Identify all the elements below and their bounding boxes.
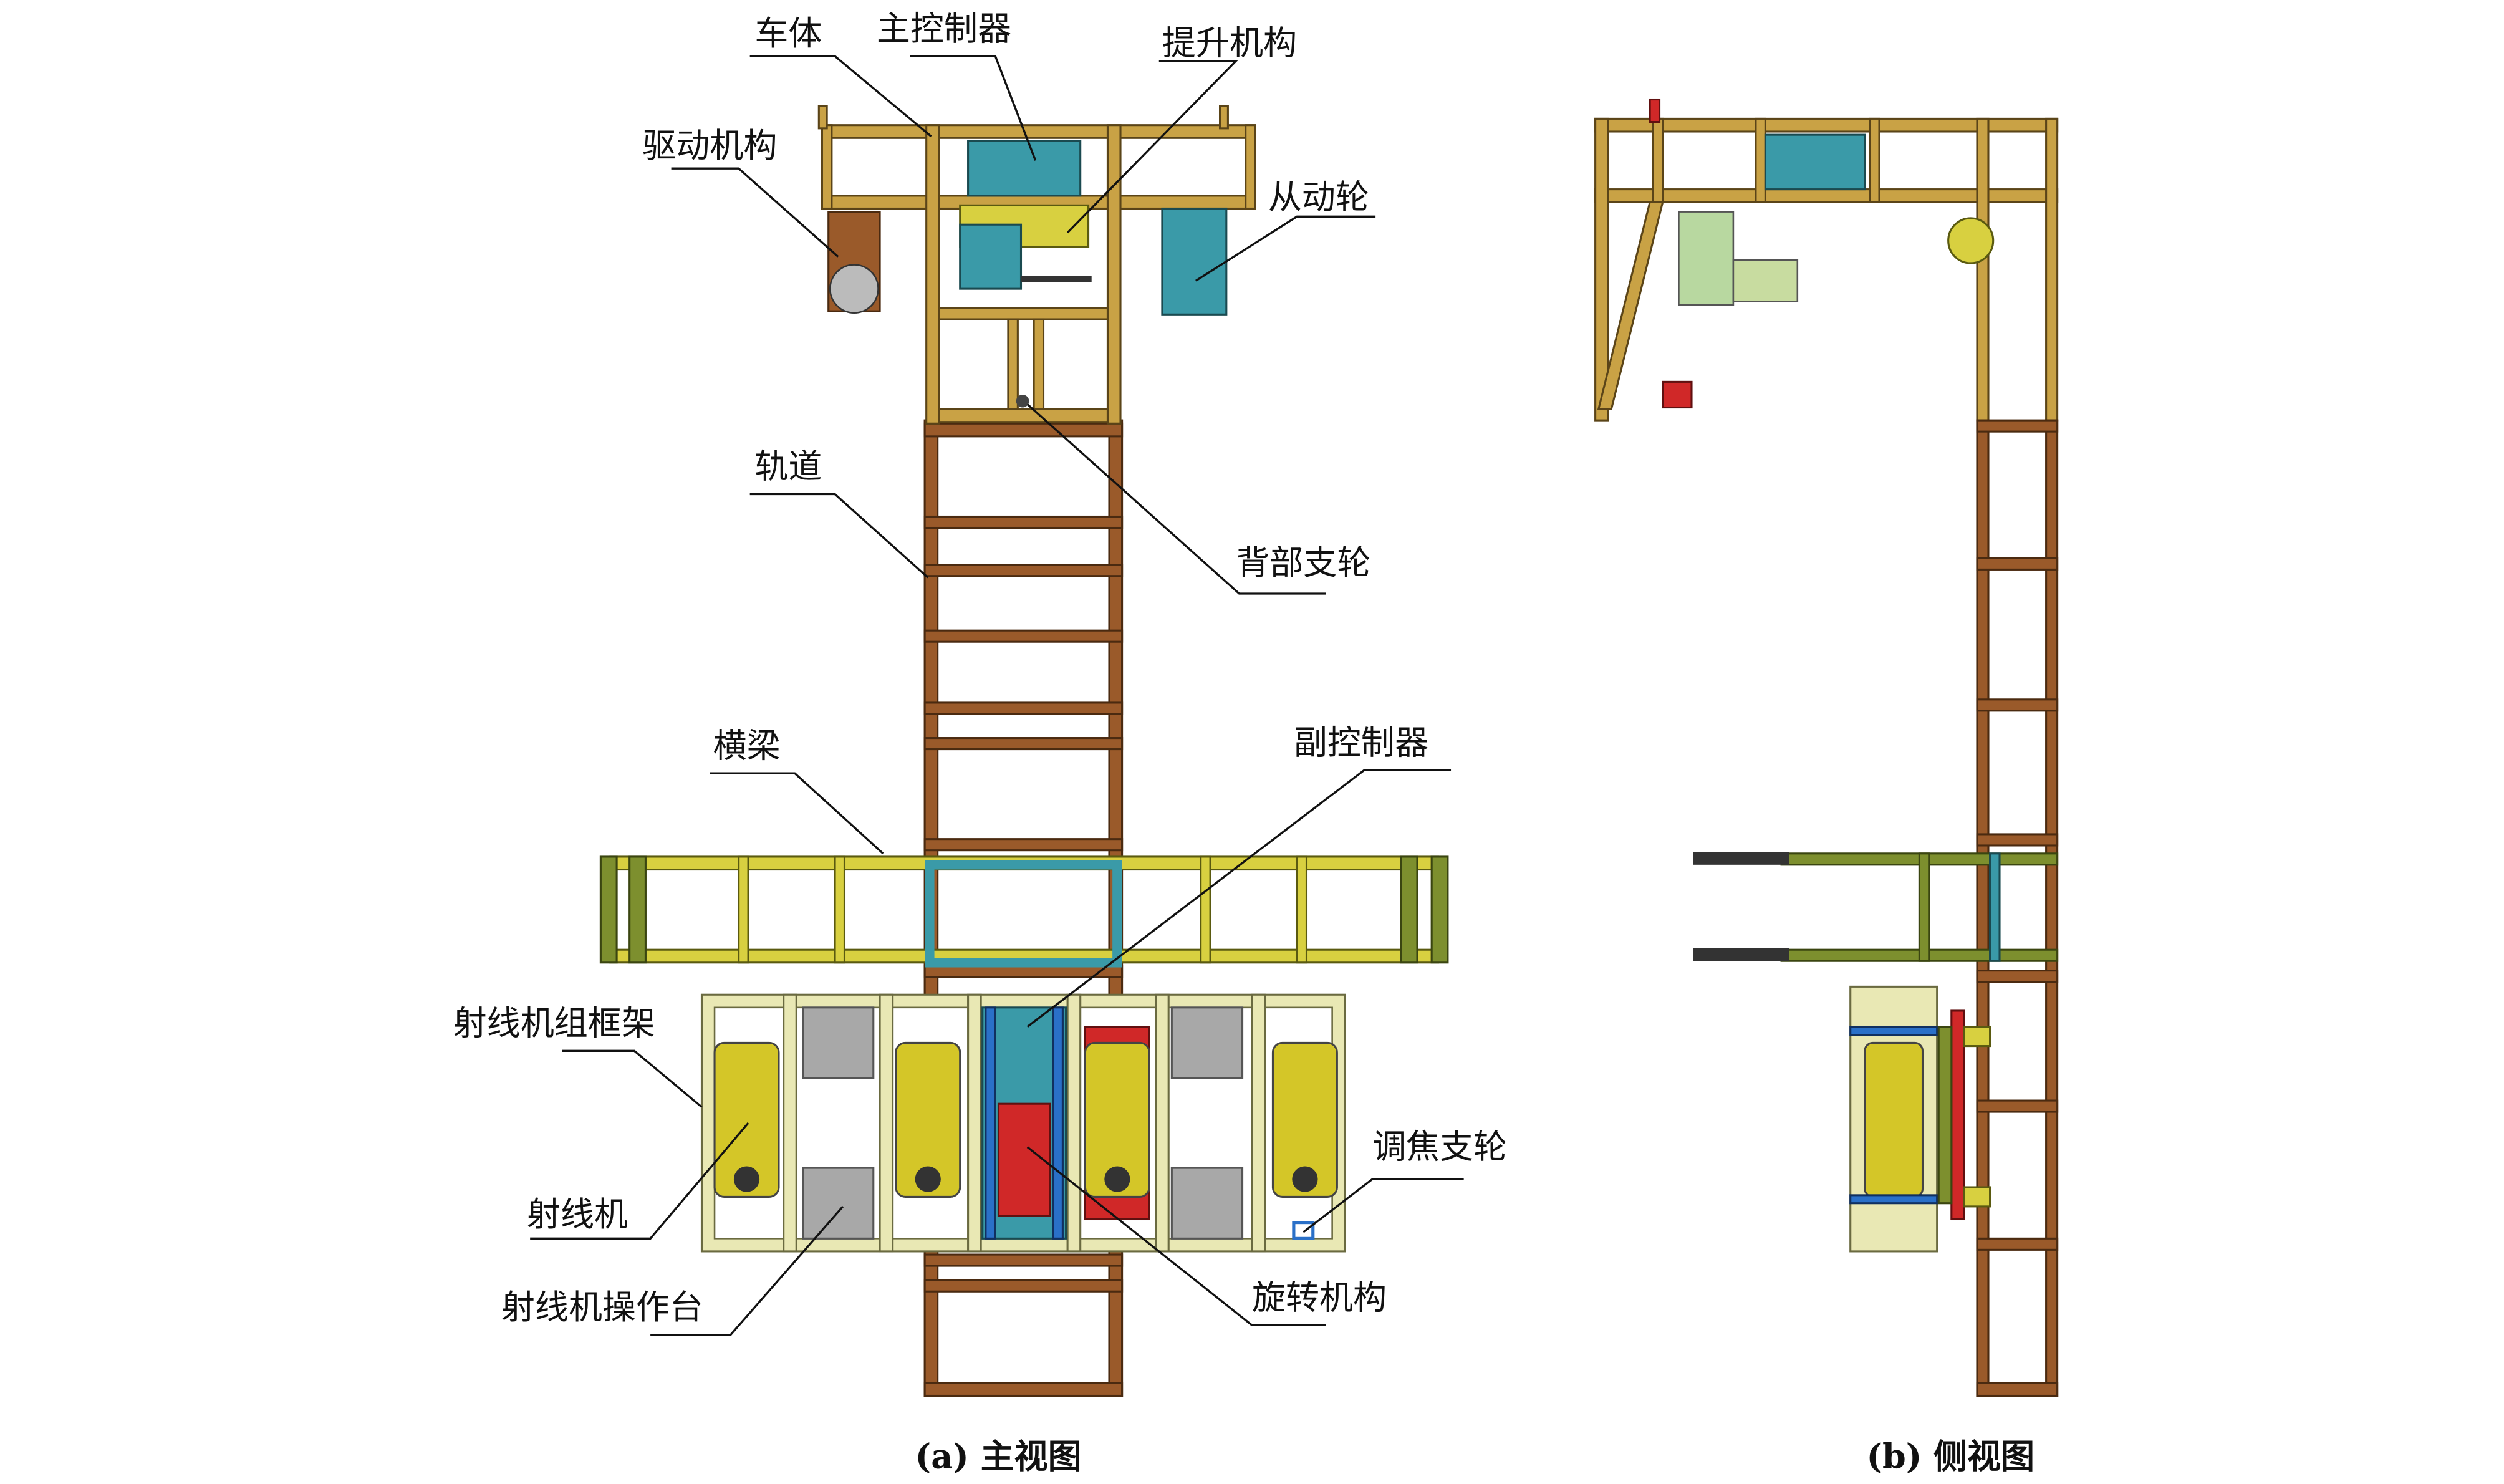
label-lift-mechanism: 提升机构 [1162,23,1297,62]
caption-side-view: (b) 侧视图 [1866,1436,2034,1476]
label-xray-machine: 射线机 [527,1195,628,1234]
xray-machines [713,1041,1338,1198]
label-main-controller: 主控制器 [877,9,1011,48]
label-driven-wheel: 从动轮 [1268,177,1369,216]
label-back-support-wheel: 背部支轮 [1236,543,1370,582]
side-view: (b) 侧视图 [1594,98,2059,1476]
cross-beam [599,855,1449,968]
label-xray-console: 射线机操作台 [501,1288,703,1327]
label-focus-support-wheel: 调焦支轮 [1372,1127,1507,1167]
side-frame [1594,98,2059,422]
back-support-wheel [1016,394,1029,408]
xray-frame [700,993,1346,1253]
side-track [1976,419,2059,1397]
label-cross-beam: 横梁 [713,726,780,765]
label-rotation-mechanism: 旋转机构 [1252,1278,1387,1318]
label-car-body: 车体 [754,14,822,53]
lift-mechanism [959,204,1092,290]
label-track: 轨道 [754,447,822,486]
driven-wheel [1161,207,1228,316]
front-view: 车体 主控制器 提升机构 驱动机构 从动轮 轨道 背部支轮 横梁 副控制器 射线… [453,9,1507,1476]
focus-support-wheel [1292,1221,1315,1240]
side-beam [1693,852,2059,962]
caption-front-view: (a) 主视图 [915,1436,1082,1476]
drive-mechanism [827,211,881,314]
label-drive-mechanism: 驱动机构 [642,126,777,165]
main-controller [967,140,1082,197]
side-xray-frame [1849,985,1991,1253]
label-xray-frame: 射线机组框架 [453,1004,655,1043]
label-sub-controller: 副控制器 [1294,723,1428,762]
